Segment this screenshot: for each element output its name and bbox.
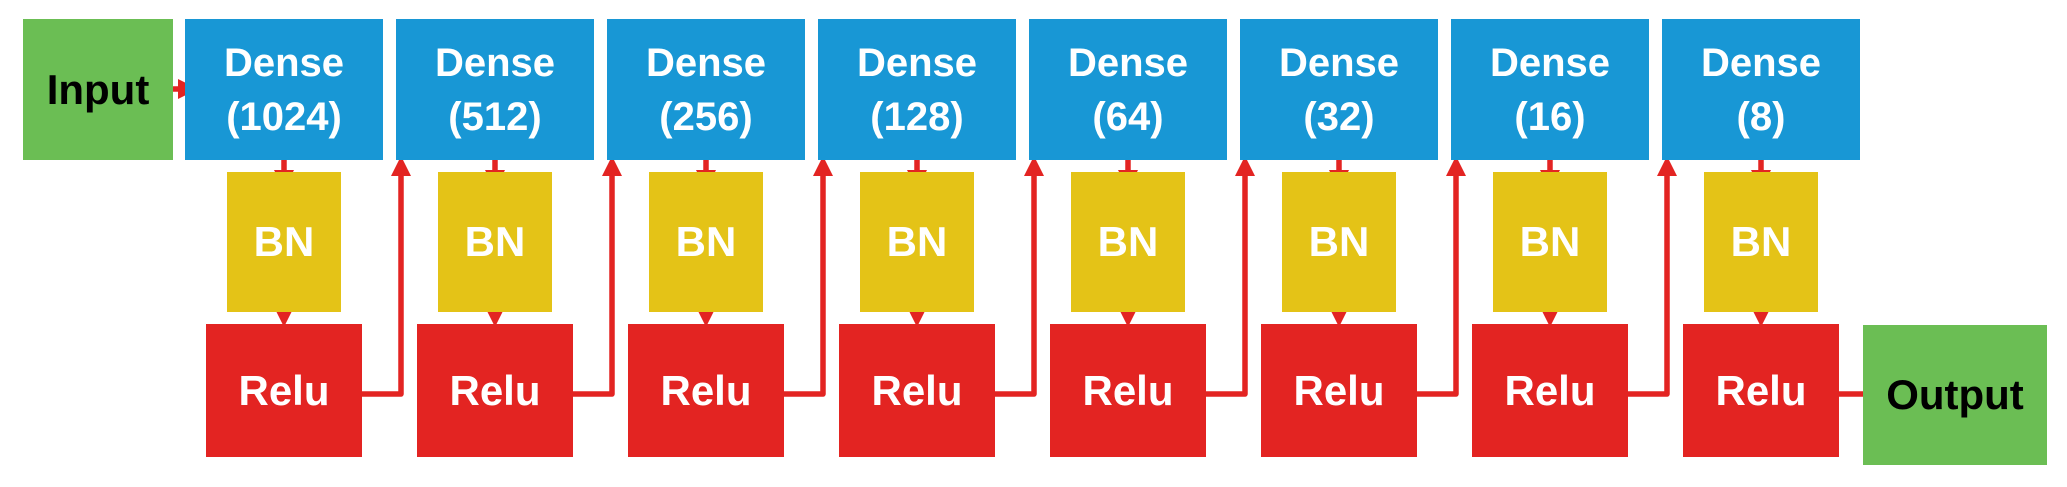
dense-layer-box: Dense (16) — [1451, 19, 1649, 160]
batch-norm-box: BN — [227, 172, 341, 312]
relu-to-next-dense-arrow — [1626, 156, 1677, 397]
dense-layer-box: Dense (512) — [396, 19, 594, 160]
dense-units-label: (32) — [1303, 94, 1375, 139]
dense-units-label: (8) — [1736, 94, 1786, 139]
relu-label: Relu — [871, 366, 963, 414]
bn-label: BN — [886, 218, 948, 265]
relu-activation-box: Relu — [839, 324, 995, 457]
relu-label: Relu — [449, 366, 541, 414]
batch-norm-box: BN — [438, 172, 552, 312]
relu-activation-box: Relu — [628, 324, 784, 457]
dense-layer-box: Dense (256) — [607, 19, 805, 160]
dense-label: Dense — [434, 40, 556, 85]
dense-units-label: (128) — [870, 94, 964, 139]
dense-label: Dense — [645, 40, 767, 85]
relu-activation-box: Relu — [417, 324, 573, 457]
relu-to-next-dense-arrow — [1415, 156, 1466, 397]
dense-layer-box: Dense (64) — [1029, 19, 1227, 160]
bn-label: BN — [1519, 218, 1581, 265]
relu-label: Relu — [1293, 366, 1385, 414]
batch-norm-box: BN — [1704, 172, 1818, 312]
dense-units-label: (512) — [448, 94, 542, 139]
output-box: Output — [1863, 325, 2047, 465]
dense-layer-box: Dense (32) — [1240, 19, 1438, 160]
output-label: Output — [1886, 371, 2024, 418]
batch-norm-box: BN — [1282, 172, 1396, 312]
dense-units-label: (1024) — [226, 94, 342, 139]
relu-to-next-dense-arrow — [782, 156, 833, 397]
input-label: Input — [46, 65, 150, 113]
dense-label: Dense — [223, 40, 345, 85]
bn-label: BN — [1308, 218, 1370, 265]
dense-units-label: (256) — [659, 94, 753, 139]
relu-to-next-dense-arrow — [993, 156, 1044, 397]
batch-norm-box: BN — [1493, 172, 1607, 312]
batch-norm-box: BN — [649, 172, 763, 312]
bn-label: BN — [1730, 218, 1792, 265]
dense-layer-box: Dense (128) — [818, 19, 1016, 160]
dense-units-label: (16) — [1514, 94, 1586, 139]
relu-activation-box: Relu — [1683, 324, 1839, 457]
batch-norm-box: BN — [1071, 172, 1185, 312]
relu-activation-box: Relu — [1050, 324, 1206, 457]
relu-activation-box: Relu — [206, 324, 362, 457]
dense-label: Dense — [1278, 40, 1400, 85]
relu-label: Relu — [1082, 366, 1174, 414]
relu-label: Relu — [1504, 366, 1596, 414]
relu-activation-box: Relu — [1261, 324, 1417, 457]
relu-label: Relu — [1715, 366, 1807, 414]
dense-layer-box: Dense (1024) — [185, 19, 383, 160]
bn-label: BN — [675, 218, 737, 265]
relu-to-next-dense-arrow — [360, 156, 411, 397]
bn-label: BN — [253, 218, 315, 265]
relu-to-next-dense-arrow — [571, 156, 622, 397]
dense-label: Dense — [1067, 40, 1189, 85]
relu-to-next-dense-arrow — [1204, 156, 1255, 397]
relu-activation-box: Relu — [1472, 324, 1628, 457]
batch-norm-box: BN — [860, 172, 974, 312]
dense-layer-box: Dense (8) — [1662, 19, 1860, 160]
bn-label: BN — [464, 218, 526, 265]
relu-label: Relu — [660, 366, 752, 414]
dense-label: Dense — [1700, 40, 1822, 85]
dense-label: Dense — [856, 40, 978, 85]
dense-label: Dense — [1489, 40, 1611, 85]
bn-label: BN — [1097, 218, 1159, 265]
dense-units-label: (64) — [1092, 94, 1164, 139]
relu-label: Relu — [238, 366, 330, 414]
input-box: Input — [23, 19, 173, 160]
